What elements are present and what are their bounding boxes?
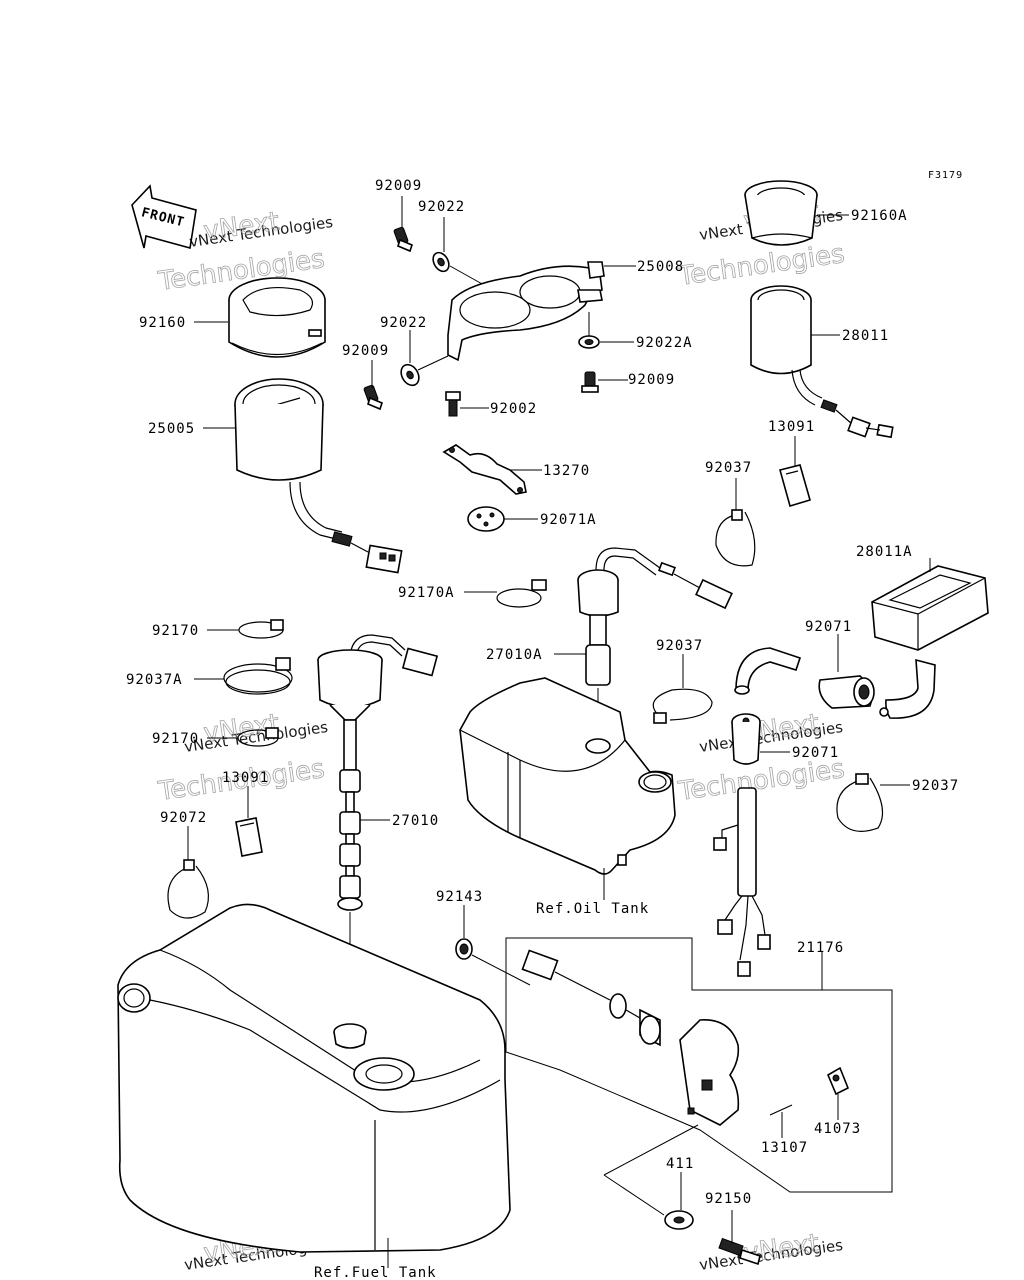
- label-28011A: 28011A: [856, 544, 913, 560]
- label-41073: 41073: [814, 1121, 861, 1137]
- washer-92022A: [578, 335, 600, 349]
- washer-411: [664, 1210, 694, 1230]
- label-92022A: 92022A: [636, 335, 693, 351]
- meter-28011: [750, 285, 894, 439]
- label-27010A: 27010A: [486, 647, 543, 663]
- band-92037A: [223, 657, 293, 695]
- band-92037-mid: [652, 688, 713, 724]
- fuel-sender-27010: [317, 634, 439, 911]
- grommet-92071-b: [731, 713, 761, 765]
- label-92009-right: 92009: [628, 372, 675, 388]
- oil-tank: [459, 677, 676, 875]
- figure-code: F3179: [928, 170, 963, 181]
- oil-sender-27010A: [577, 547, 733, 686]
- label-13107: 13107: [761, 1140, 808, 1156]
- label-92170A: 92170A: [398, 585, 455, 601]
- label-13091-top: 13091: [768, 419, 815, 435]
- label-92037-top: 92037: [705, 460, 752, 476]
- label-28011: 28011: [842, 328, 889, 344]
- band-92037-top: [715, 509, 756, 567]
- gauge-cover-92160A: [744, 180, 818, 246]
- band-92072: [167, 859, 210, 919]
- wire-harness: [713, 787, 771, 977]
- label-92009-mid: 92009: [342, 343, 389, 359]
- label-92002: 92002: [490, 401, 537, 417]
- stay-13270: [442, 444, 527, 495]
- svg-text:Technologies: Technologies: [676, 754, 847, 807]
- ref-oil-tank: Ref.Oil Tank: [536, 901, 649, 917]
- ref-fuel-tank: Ref.Fuel Tank: [314, 1265, 437, 1280]
- label-92071A: 92071A: [540, 512, 597, 528]
- bolt-92009-mid: [363, 384, 383, 411]
- label-92143: 92143: [436, 889, 483, 905]
- speedometer-25005: [234, 378, 403, 574]
- clip-13091-top: [779, 464, 811, 508]
- washer-92022-top: [432, 251, 450, 273]
- label-25005: 25005: [148, 421, 195, 437]
- label-92071-b: 92071: [792, 745, 839, 761]
- bolt-92009-right: [581, 371, 599, 393]
- clamp-92170-top: [238, 619, 284, 639]
- grommet-92071A: [467, 506, 505, 532]
- label-92160A: 92160A: [851, 208, 908, 224]
- label-25008: 25008: [637, 259, 684, 275]
- label-21176: 21176: [797, 940, 844, 956]
- bushing-92143: [455, 938, 473, 960]
- hose-92071: [734, 647, 889, 717]
- front-arrow: FRONT: [131, 184, 197, 250]
- switch-assembly: [521, 949, 740, 1126]
- label-92170-bot: 92170: [152, 731, 199, 747]
- svg-text:Technologies: Technologies: [676, 239, 847, 292]
- label-92071: 92071: [805, 619, 852, 635]
- bolt-92150: [718, 1237, 761, 1266]
- gauge-cover-92160: [228, 277, 326, 358]
- bracket-25008: [447, 261, 605, 362]
- pin-13107: [769, 1104, 793, 1116]
- label-92022-top: 92022: [418, 199, 465, 215]
- clamp-92170A: [496, 579, 547, 608]
- label-27010: 27010: [392, 813, 439, 829]
- label-92037-right: 92037: [912, 778, 959, 794]
- label-92037A: 92037A: [126, 672, 183, 688]
- bolt-92002: [445, 391, 461, 417]
- svg-text:vNext: vNext: [202, 207, 281, 247]
- bracket-outline-21176: [505, 937, 893, 1193]
- clip-41073: [826, 1066, 850, 1096]
- fuel-tank: [117, 903, 511, 1253]
- label-13091-bot: 13091: [222, 770, 269, 786]
- washer-92022-mid: [400, 363, 420, 387]
- clip-13091-bot: [235, 817, 263, 857]
- label-92009-top: 92009: [375, 178, 422, 194]
- bolt-92009-top: [393, 226, 413, 253]
- label-92037-mid: 92037: [656, 638, 703, 654]
- display-28011A: [871, 565, 989, 719]
- label-411: 411: [666, 1156, 694, 1172]
- band-92037-right: [836, 773, 884, 832]
- label-92170-top: 92170: [152, 623, 199, 639]
- label-92150: 92150: [705, 1191, 752, 1207]
- label-13270: 13270: [543, 463, 590, 479]
- label-92072: 92072: [160, 810, 207, 826]
- label-92022-mid: 92022: [380, 315, 427, 331]
- label-92160: 92160: [139, 315, 186, 331]
